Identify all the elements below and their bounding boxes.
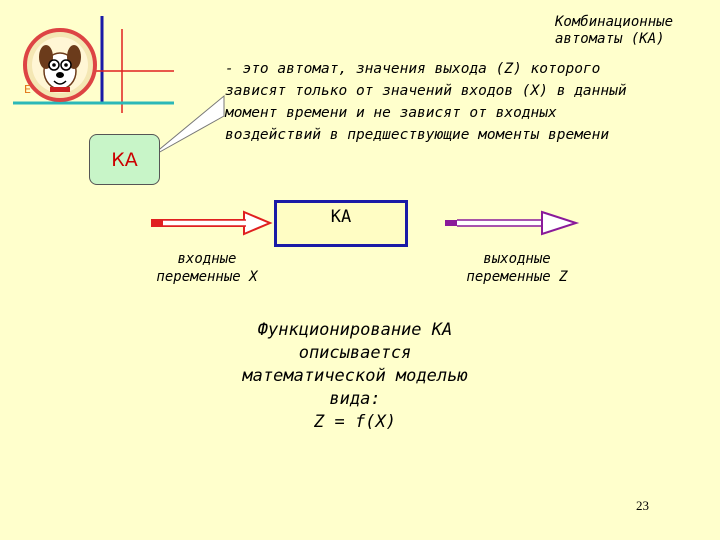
formula-line: вида: [205, 388, 505, 411]
slide-title: Комбинационные автоматы (КА) [555, 14, 715, 48]
logo-letter: E [24, 83, 31, 96]
automaton-box: КА [274, 200, 408, 247]
page-number: 23 [636, 498, 649, 514]
input-arrow [151, 212, 270, 234]
output-arrow [445, 212, 576, 234]
callout-badge: КА [89, 134, 160, 185]
formula-block: Функционирование КА описывается математи… [205, 319, 505, 434]
logo-dog-icon [22, 27, 98, 103]
formula-line: математической моделью [205, 365, 505, 388]
input-label: входные переменные X [147, 250, 267, 286]
formula-line: Функционирование КА [205, 319, 505, 342]
output-label: выходные переменные Z [452, 250, 582, 286]
formula-line: описывается [205, 342, 505, 365]
definition-text: - это автомат, значения выхода (Z) котор… [225, 58, 645, 146]
callout-pointer [149, 96, 224, 158]
formula-equation: Z = f(X) [205, 411, 505, 434]
